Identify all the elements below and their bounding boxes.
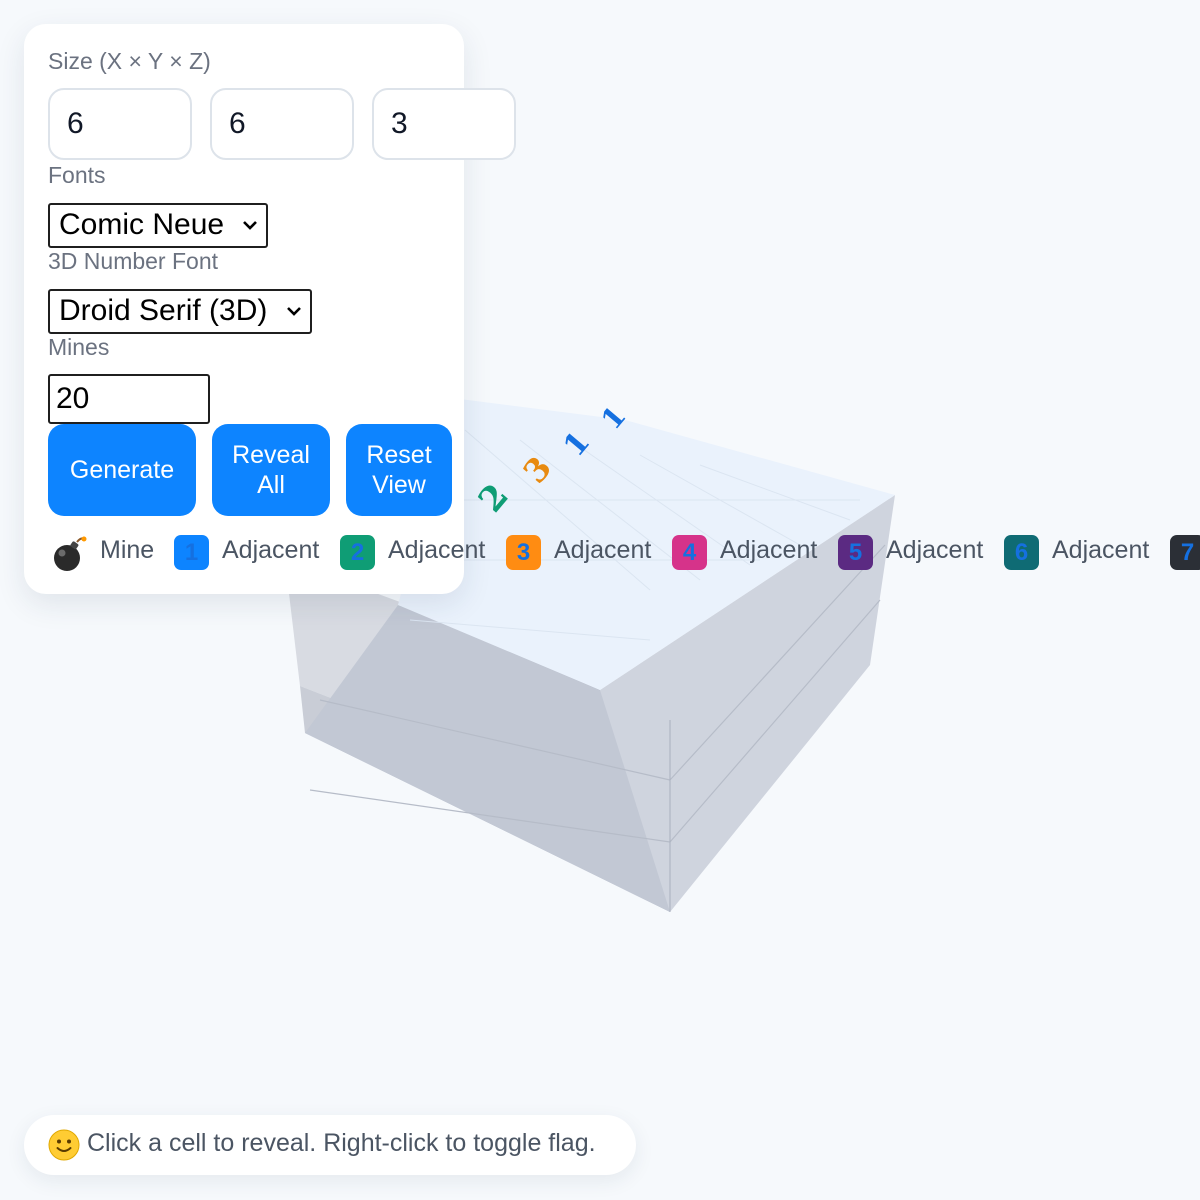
legend-swatch-5: 5 [838,535,873,570]
fonts-label: Fonts [48,162,106,188]
size-y-input[interactable]: 6 [210,88,354,160]
mines-input[interactable]: 20 [48,374,210,424]
legend-swatch-1: 1 [174,535,209,570]
chevron-down-icon [287,307,301,316]
status-bar: Click a cell to reveal. Right-click to t… [24,1115,636,1175]
generate-button-label: Generate [69,456,175,484]
legend-label: Adjacent [222,536,320,564]
chevron-down-icon [243,221,257,230]
size-x-input[interactable]: 6 [48,88,192,160]
legend-mine-label: Mine [100,536,155,564]
reveal-all-button[interactable]: Reveal All [212,424,330,516]
legend-label: Adjacent [1052,536,1150,564]
legend-item-7: 7 [1170,530,1200,574]
legend-swatch-4: 4 [672,535,707,570]
number-font-select-value: Droid Serif (3D) [59,294,268,327]
font-select[interactable]: Comic Neue [48,203,268,248]
legend-swatch-3: 3 [506,535,541,570]
board-right-face[interactable] [600,495,895,912]
reset-view-button[interactable]: Reset View [346,424,452,516]
font-select-value: Comic Neue [59,208,225,241]
status-message: Click a cell to reveal. Right-click to t… [87,1129,596,1157]
reveal-all-label-line1: Reveal [232,441,310,469]
legend-swatch-7: 7 [1170,535,1200,570]
bomb-icon [54,536,87,571]
board-top-face[interactable] [398,398,895,690]
mines-label: Mines [48,334,110,360]
number-font-select[interactable]: Droid Serif (3D) [48,289,312,334]
legend-label: Adjacent [388,536,486,564]
legend-label: Adjacent [554,536,652,564]
reset-view-label-line2: View [372,471,426,499]
legend-label: Adjacent [720,536,818,564]
reset-view-label-line1: Reset [366,441,432,469]
legend-swatch-2: 2 [340,535,375,570]
generate-button[interactable]: Generate [48,424,196,516]
size-z-input[interactable]: 3 [372,88,516,160]
size-label: Size (X × Y × Z) [48,48,211,74]
smiley-icon [48,1129,80,1161]
board-front-face-lower[interactable] [305,605,670,912]
reveal-all-label-line2: All [257,471,285,499]
legend-swatch-6: 6 [1004,535,1039,570]
number-font-label: 3D Number Font [48,248,219,274]
legend-label: Adjacent [886,536,984,564]
